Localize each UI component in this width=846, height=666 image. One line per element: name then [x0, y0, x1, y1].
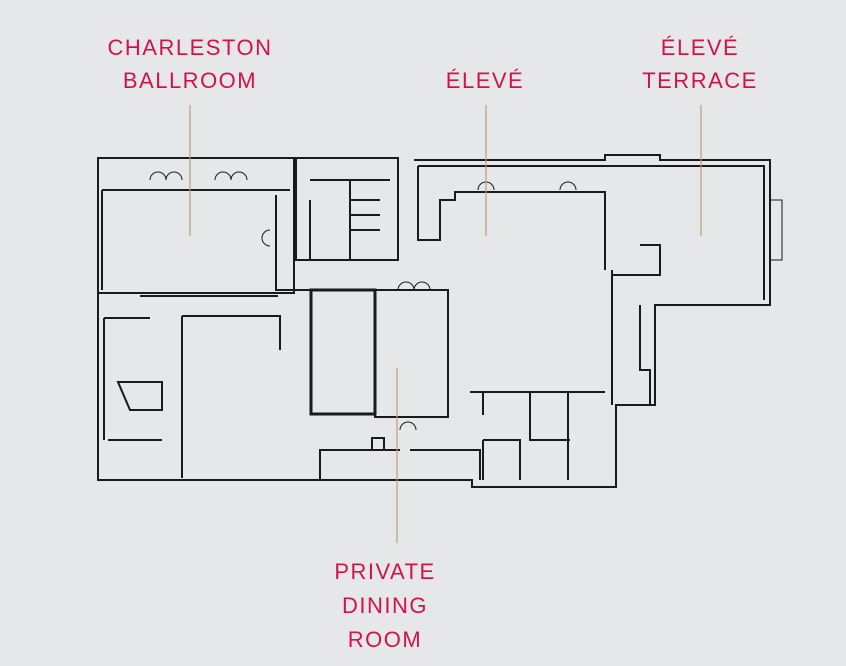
wall	[275, 195, 310, 291]
label-charleston-ballroom: CHARLESTON BALLROOM	[90, 31, 290, 97]
wall	[639, 305, 651, 405]
private-dining-outline	[309, 288, 377, 416]
label-line: BALLROOM	[122, 68, 258, 93]
wall	[101, 189, 290, 290]
terrace-steps	[769, 199, 783, 261]
wall	[309, 179, 390, 260]
wall	[97, 158, 617, 488]
wall	[417, 165, 765, 405]
label-eleve-terrace: ÉLEVÉ TERRACE	[630, 31, 770, 97]
wall	[140, 295, 281, 478]
label-line: PRIVATE	[334, 559, 436, 584]
label-line: DINING	[342, 593, 428, 618]
wall	[470, 391, 605, 480]
wall	[103, 317, 163, 441]
label-line: ROOM	[347, 627, 423, 652]
label-line: CHARLESTON	[107, 35, 273, 60]
ballroom-outline	[97, 157, 295, 294]
column	[371, 437, 385, 451]
label-eleve: ÉLEVÉ	[420, 64, 550, 97]
label-line: TERRACE	[642, 68, 758, 93]
wall	[319, 449, 481, 480]
private-dining-outline	[374, 289, 449, 418]
label-line: ÉLEVÉ	[660, 35, 740, 60]
label-private-dining-room: PRIVATE DINING ROOM	[320, 555, 450, 657]
eleve-outline	[414, 154, 771, 406]
label-line: ÉLEVÉ	[445, 68, 525, 93]
restrooms-outline	[295, 157, 399, 261]
